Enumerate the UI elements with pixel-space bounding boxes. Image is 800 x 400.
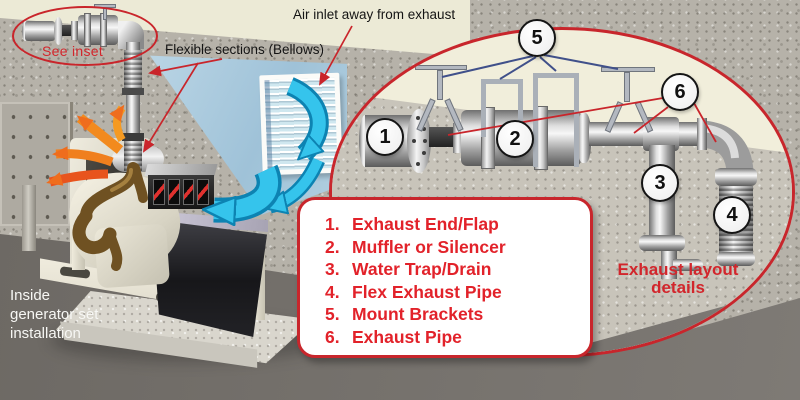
drain-petcock — [673, 259, 703, 271]
legend-item-label: Exhaust Pipe — [352, 326, 462, 347]
bellows-lower — [124, 141, 142, 171]
mount-bracket-loop — [533, 73, 579, 167]
legend-item: 3. Water Trap/Drain — [325, 258, 590, 281]
inside-installation-line2: generator set — [10, 306, 99, 323]
exhaust-end-outlet — [429, 127, 455, 147]
air-inlet-label: Air inlet away from exhaust — [293, 7, 456, 22]
flex-pipe-top-ring — [715, 168, 757, 186]
callout-number: 5 — [531, 26, 543, 49]
legend: 1. Exhaust End/Flap 2. Muffler or Silencer… — [297, 197, 593, 358]
legend-item: 6. Exhaust Pipe — [325, 326, 590, 349]
callout-1: 1 — [366, 118, 404, 156]
inside-installation-label: Inside generator set installation — [10, 286, 98, 343]
legend-item-number: 1. — [325, 214, 340, 234]
inside-installation-line3: installation — [10, 325, 81, 342]
inset-caption-line2: details — [651, 278, 705, 297]
exhaust-pipe-run — [589, 122, 651, 146]
legend-item: 5. Mount Brackets — [325, 303, 590, 326]
louver-slats — [264, 77, 338, 171]
louver-window — [259, 72, 343, 176]
support-post — [22, 185, 36, 251]
callout-5: 5 — [518, 19, 556, 57]
mount-bracket-stem — [624, 72, 630, 102]
legend-item-label: Muffler or Silencer — [352, 236, 506, 257]
gauge — [182, 179, 195, 205]
mounting-plate — [0, 102, 73, 226]
gauge — [153, 179, 165, 205]
legend-item: 4. Flex Exhaust Pipe — [325, 281, 590, 304]
callout-6: 6 — [661, 73, 699, 111]
flange-bolts — [416, 116, 420, 120]
callout-2: 2 — [496, 120, 534, 158]
flexible-sections-label: Flexible sections (Bellows) — [165, 42, 325, 57]
see-inset-oval — [12, 6, 158, 66]
legend-item-label: Water Trap/Drain — [352, 259, 492, 280]
gauge — [167, 179, 180, 205]
engine-front — [93, 223, 171, 289]
legend-item-label: Mount Brackets — [352, 304, 484, 325]
riser-coupling — [122, 133, 144, 141]
callout-number: 1 — [379, 125, 391, 148]
riser-pipe-middle — [126, 95, 140, 133]
legend-item-number: 3. — [325, 259, 340, 280]
inset-caption-line1: Exhaust layout — [617, 260, 739, 279]
callout-3: 3 — [641, 164, 679, 202]
legend-item-number: 6. — [325, 326, 340, 347]
callout-number: 4 — [726, 203, 738, 226]
pipe-collar — [697, 118, 707, 150]
water-trap-flange — [639, 235, 685, 251]
callout-number: 6 — [674, 80, 686, 103]
callout-number: 3 — [654, 171, 666, 194]
control-panel — [148, 175, 214, 209]
see-inset-label: See inset — [42, 43, 104, 59]
legend-item: 2. Muffler or Silencer — [325, 236, 590, 259]
callout-number: 2 — [509, 127, 521, 150]
legend-item-label: Flex Exhaust Pipe — [352, 281, 502, 302]
inside-installation-line1: Inside — [10, 287, 51, 304]
callout-4: 4 — [713, 196, 751, 234]
legend-item-number: 2. — [325, 236, 340, 257]
water-trap-drain — [661, 251, 677, 279]
legend-item-number: 4. — [325, 281, 340, 302]
legend-item-label: Exhaust End/Flap — [352, 214, 499, 234]
flex-pipe-end-ring — [717, 252, 755, 266]
mount-bracket-stem — [437, 70, 443, 100]
inset-caption: Exhaust layout details — [602, 261, 754, 297]
gauge — [197, 179, 209, 205]
legend-item: 1. Exhaust End/Flap — [325, 213, 590, 236]
legend-item-number: 5. — [325, 304, 340, 325]
riser-coupling — [122, 88, 144, 95]
